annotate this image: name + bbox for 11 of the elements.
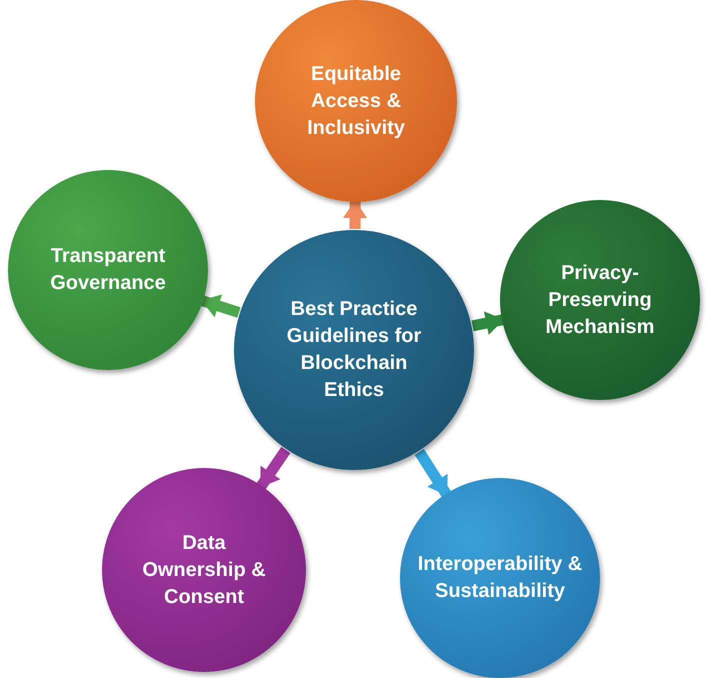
- topic-label: Data Ownership & Consent: [141, 530, 267, 610]
- topic-label: Transparent Governance: [49, 244, 167, 296]
- topic-label: Privacy-Preserving Mechanism: [544, 260, 656, 340]
- arrow: [471, 311, 506, 335]
- arrow: [414, 448, 452, 498]
- topic-label: Equitable Access & Inclusivity: [306, 62, 406, 140]
- arrow: [343, 200, 368, 230]
- topic-label: Best Practice Guidelines for Blockchain Ethics: [286, 297, 422, 403]
- topic-label: Interoperability & Sustainability: [416, 552, 584, 604]
- arrow: [256, 446, 290, 490]
- arrow: [200, 294, 241, 318]
